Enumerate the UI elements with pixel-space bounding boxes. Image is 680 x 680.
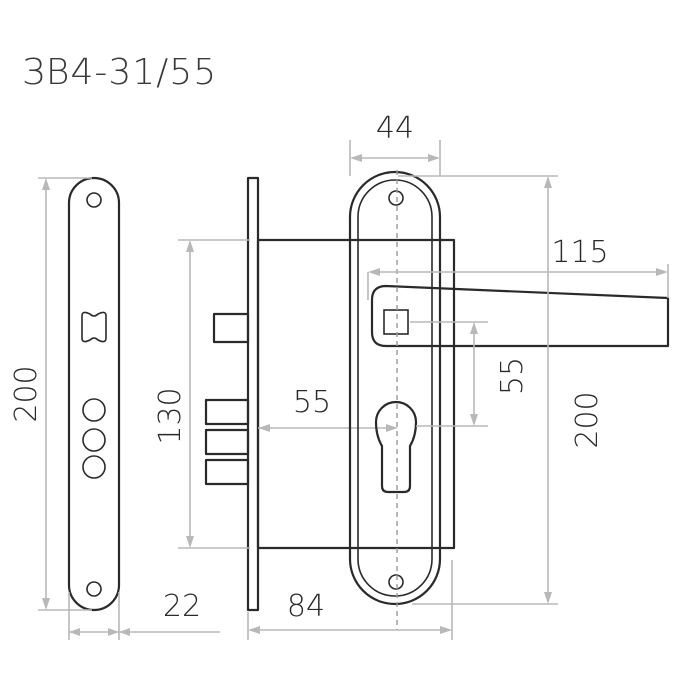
lever-handle <box>370 284 670 348</box>
dim-body-height: 130 <box>153 239 250 549</box>
dim-faceplate-height: 200 <box>9 177 92 611</box>
handle-length-label: 115 <box>551 235 608 270</box>
dim-handle-to-cylinder: 55 <box>410 321 530 427</box>
faceplate-screw-hole-bottom <box>86 581 102 597</box>
escutcheon-inner <box>357 179 433 597</box>
spindle-square <box>383 309 409 335</box>
body-depth-label: 84 <box>287 589 325 624</box>
faceplate-width-label: 22 <box>163 589 201 624</box>
dim-escutcheon-width: 44 <box>349 111 441 176</box>
latch-opening <box>81 311 107 343</box>
lock-front-plate <box>246 176 260 612</box>
dim-faceplate-width: 22 <box>68 589 220 640</box>
deadbolt-3 <box>204 458 250 486</box>
faceplate-outline <box>67 176 121 612</box>
handle-to-cylinder-label: 55 <box>495 357 530 395</box>
deadbolt-2 <box>204 428 250 456</box>
bolt-hole-3 <box>82 455 106 479</box>
bolt-hole-2 <box>82 428 106 452</box>
escutcheon-screw-bottom <box>388 574 404 590</box>
escutcheon-height-label: 200 <box>570 391 605 448</box>
faceplate-screw-hole-top <box>86 192 102 208</box>
dim-backset: 55 <box>258 385 398 432</box>
deadbolt-1 <box>204 398 250 426</box>
faceplate-height-label: 200 <box>9 365 44 422</box>
model-code: ЗВ4-31/55 <box>22 52 217 93</box>
escutcheon-assembly <box>348 170 670 630</box>
dim-body-depth: 84 <box>247 560 453 640</box>
escutcheon-outer <box>348 170 442 606</box>
bolt-hole-1 <box>82 398 106 422</box>
cylinder-hole <box>374 400 418 494</box>
backset-label: 55 <box>293 385 331 420</box>
lock-body <box>204 176 456 612</box>
body-height-label: 130 <box>153 387 188 444</box>
dim-escutcheon-height: 200 <box>398 175 605 605</box>
lock-case <box>256 238 456 550</box>
escutcheon-screw-top <box>388 190 404 206</box>
latch-bolt <box>212 312 250 344</box>
dim-handle-length: 115 <box>367 235 669 300</box>
escutcheon-width-label: 44 <box>376 111 414 146</box>
faceplate <box>67 176 121 612</box>
